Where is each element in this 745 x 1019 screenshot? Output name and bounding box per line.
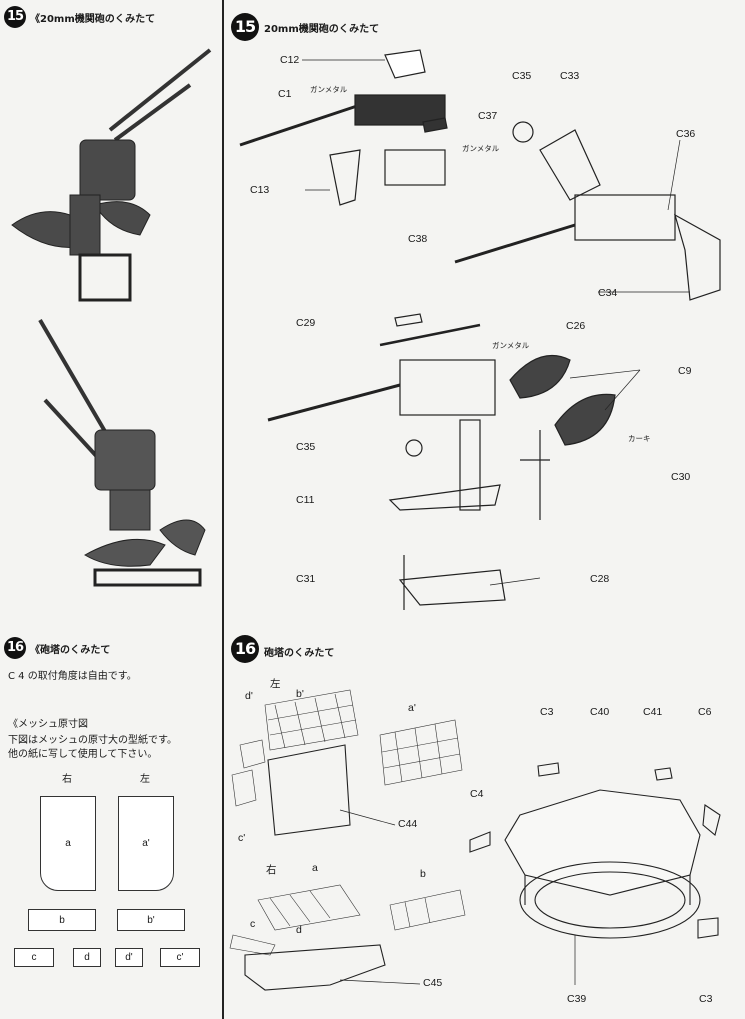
label-c: c (250, 918, 256, 930)
mesh-line-1: 下図はメッシュの原寸大の型紙です。 (8, 735, 177, 746)
gun-photo-top (11, 48, 212, 302)
note-gunmetal-3: ガンメタル (492, 341, 530, 350)
step-16-badge-right: 16 (231, 635, 259, 663)
label-c3-top: C3 (540, 706, 554, 718)
mesh-left-label: 左 (140, 774, 150, 785)
gun-photo-bottom (38, 318, 206, 587)
label-a-prime: a' (408, 702, 416, 714)
label-c26: C26 (566, 320, 586, 332)
label-c35-bottom: C35 (296, 441, 316, 453)
label-c30: C30 (671, 471, 691, 483)
label-c31: C31 (296, 573, 316, 585)
mesh-piece-b-prime: b' (117, 909, 185, 931)
label-c37: C37 (478, 110, 498, 122)
label-c1: C1 (278, 88, 292, 100)
mesh-piece-d: d (73, 948, 101, 967)
label-d-prime: d' (245, 690, 253, 702)
label-c45: C45 (423, 977, 443, 989)
step-16-badge-left: 16 (4, 637, 26, 659)
label-c36: C36 (676, 128, 696, 140)
mesh-piece-c-prime: c' (160, 948, 200, 967)
step-15-title-left: 《20mm機関砲のくみたて (30, 14, 156, 25)
label-c29: C29 (296, 317, 316, 329)
mesh-line-2: 他の紙に写して使用して下さい。 (8, 749, 158, 760)
note-gunmetal-2: ガンメタル (462, 144, 500, 153)
column-divider (222, 0, 224, 1019)
step-15-title-right: 20mm機関砲のくみたて (264, 24, 380, 35)
label-c6: C6 (698, 706, 712, 718)
c4-angle-note: C 4 の取付角度は自由です。 (8, 671, 137, 682)
step15-parts (239, 49, 721, 610)
step-16-title-left: 《砲塔のくみたて (30, 645, 111, 656)
label-c40: C40 (590, 706, 610, 718)
note-gunmetal-1: ガンメタル (310, 85, 348, 94)
label-c28: C28 (590, 573, 610, 585)
label-d: d (296, 924, 302, 936)
label-c34: C34 (598, 287, 618, 299)
note-khaki: カーキ (628, 434, 651, 443)
mesh-piece-a-prime: a' (118, 796, 174, 891)
label-c9: C9 (678, 365, 692, 377)
label-c3-bottom: C3 (699, 993, 713, 1005)
mesh-piece-a: a (40, 796, 96, 891)
label-c44: C44 (398, 818, 418, 830)
label-c4: C4 (470, 788, 484, 800)
mesh-piece-b: b (28, 909, 96, 931)
mesh-piece-d-prime: d' (115, 948, 143, 967)
label-c-prime: c' (238, 832, 246, 844)
label-c11: C11 (296, 494, 315, 506)
label-c12: C12 (280, 54, 300, 66)
label-a: a (312, 862, 318, 874)
mesh-heading: 《メッシュ原寸図 (8, 719, 88, 730)
mesh-piece-c: c (14, 948, 54, 967)
label-c35-top: C35 (512, 70, 532, 82)
label-c41: C41 (643, 706, 663, 718)
step-15-badge: 15 (4, 6, 26, 28)
label-right-side: 右 (266, 864, 277, 876)
label-b-prime: b' (296, 688, 304, 700)
label-b: b (420, 868, 426, 880)
label-c13: C13 (250, 184, 270, 196)
step-16-title-right: 砲塔のくみたて (264, 648, 335, 659)
mesh-right-label: 右 (62, 774, 72, 785)
step16-parts (229, 689, 721, 991)
label-c39: C39 (567, 993, 587, 1005)
label-c38: C38 (408, 233, 428, 245)
leader-lines (302, 59, 690, 985)
label-left-side: 左 (270, 678, 281, 690)
label-c33: C33 (560, 70, 580, 82)
step-15-badge-right: 15 (231, 13, 259, 41)
